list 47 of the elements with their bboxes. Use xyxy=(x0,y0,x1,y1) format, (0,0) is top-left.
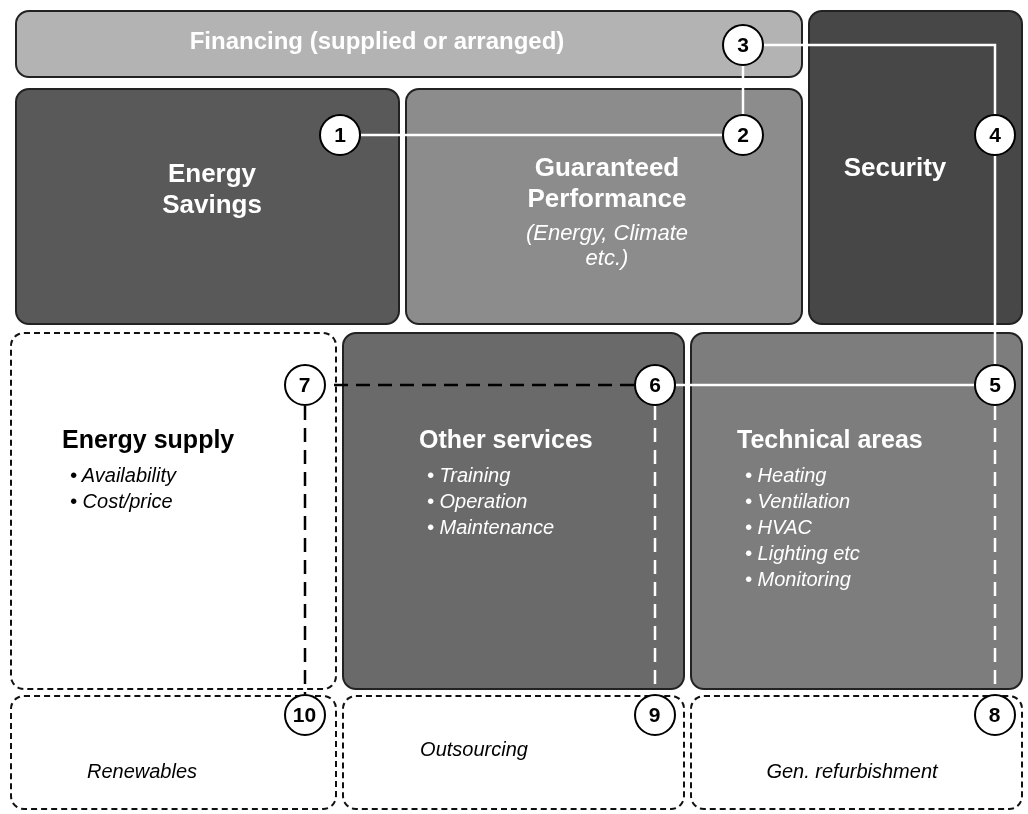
bullet-item: • HVAC xyxy=(745,515,814,540)
number-circle: 4 xyxy=(974,114,1016,156)
number-circle: 6 xyxy=(634,364,676,406)
box-heading: Guaranteed Performance xyxy=(526,152,688,214)
bullet-item: • Maintenance xyxy=(427,515,556,540)
box-heading: Technical areas xyxy=(737,424,924,454)
bullet-item: • Lighting etc xyxy=(745,541,861,566)
category-box xyxy=(15,10,803,78)
number-circle: 3 xyxy=(722,24,764,66)
connector-line xyxy=(764,43,997,114)
connector-line xyxy=(676,383,974,387)
category-box xyxy=(690,332,1023,690)
number-circle: 2 xyxy=(722,114,764,156)
box-heading: Security xyxy=(842,152,948,183)
number-circle: 5 xyxy=(974,364,1016,406)
dashed-box xyxy=(10,695,337,810)
box-label: Renewables xyxy=(85,759,199,784)
dashed-box xyxy=(690,695,1023,810)
number-circle: 1 xyxy=(319,114,361,156)
box-heading: Energy supply xyxy=(62,424,236,454)
bullet-item: • Monitoring xyxy=(745,567,852,592)
number-circle: 7 xyxy=(283,363,326,406)
category-box xyxy=(342,332,685,690)
connector-line xyxy=(361,133,722,137)
bullet-item: • Ventilation xyxy=(745,489,852,514)
bullet-item: • Heating xyxy=(745,463,828,488)
category-box xyxy=(15,88,400,325)
box-subtitle: (Energy, Climate etc.) xyxy=(524,220,690,270)
number-circle: 10 xyxy=(283,693,326,736)
bullet-item: • Availability xyxy=(70,463,178,488)
connector-line xyxy=(303,406,307,694)
box-label: Outsourcing xyxy=(419,737,529,762)
bullet-item: • Operation xyxy=(427,489,529,514)
box-heading: Energy Savings xyxy=(161,158,263,220)
number-circle: 9 xyxy=(633,693,676,736)
box-label: Gen. refurbishment xyxy=(765,759,939,784)
bullet-item: • Training xyxy=(427,463,512,488)
number-circle: 8 xyxy=(973,693,1016,736)
connector-line xyxy=(993,156,997,364)
box-heading: Financing (supplied or arranged) xyxy=(188,26,566,55)
connector-line xyxy=(741,66,745,114)
dashed-box xyxy=(342,695,685,810)
bullet-item: • Cost/price xyxy=(70,489,174,514)
category-box xyxy=(808,10,1023,325)
box-heading: Other services xyxy=(419,424,594,454)
category-box xyxy=(405,88,803,325)
dashed-box xyxy=(10,332,337,690)
